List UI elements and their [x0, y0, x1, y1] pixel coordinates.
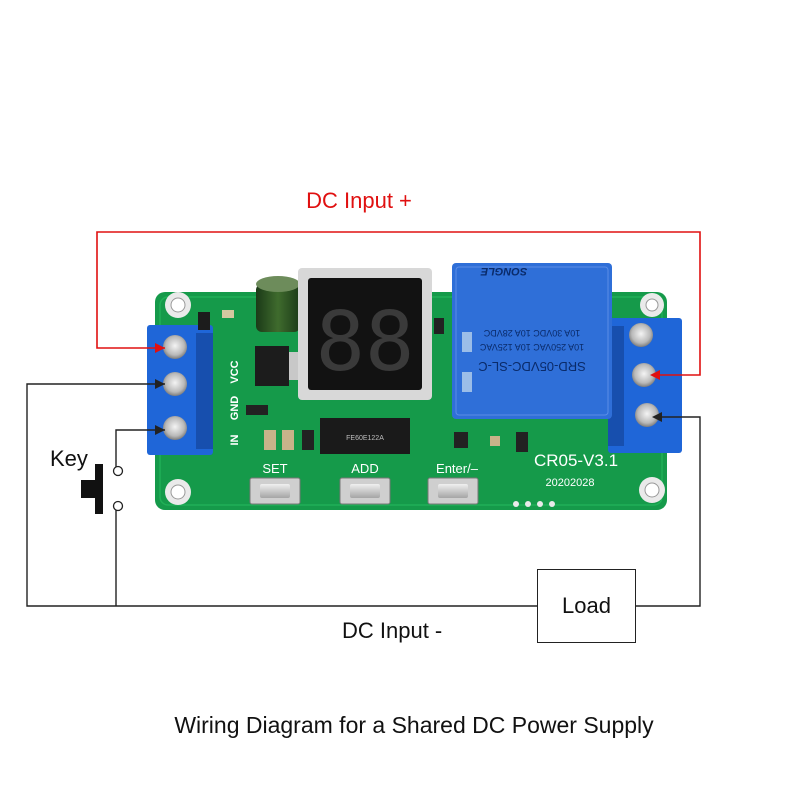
smd-component [434, 318, 444, 334]
wire-arrowhead [155, 425, 165, 435]
screw-terminal[interactable] [163, 335, 187, 359]
silk-add: ADD [351, 461, 378, 476]
capacitor [256, 276, 300, 332]
push-button-switch [81, 464, 124, 514]
mounting-hole [639, 477, 665, 503]
smd-component [516, 432, 528, 452]
voltage-regulator [255, 346, 289, 386]
key-label: Key [50, 446, 88, 471]
smd-component [282, 430, 294, 450]
switch-contact [112, 465, 124, 477]
input-terminal-block [147, 325, 213, 455]
wire-arrowhead [652, 412, 662, 422]
screw-terminal[interactable] [163, 372, 187, 396]
dc-negative-label: DC Input - [342, 618, 443, 643]
display-digits: 88 [316, 295, 415, 390]
relay: SRD-05VDC-SL-C 10A 250VAC 10A 125VAC 10A… [452, 263, 612, 419]
wire-arrowhead [650, 370, 660, 380]
load-box: Load [537, 569, 636, 643]
silk-date: 20202028 [546, 477, 595, 489]
smd-component [490, 436, 500, 446]
load-wire [636, 412, 701, 607]
mounting-hole [165, 479, 191, 505]
relay-board: 88 FE60E122A SRD-05VDC-SL-C 10A 250VAC 1… [147, 263, 682, 510]
silk-in: IN [229, 434, 241, 445]
silk-enter: Enter/– [436, 461, 479, 476]
relay-rating-1: 10A 250VAC 10A 125VAC [479, 342, 584, 352]
ground-wire [26, 379, 537, 607]
smd-component [302, 430, 314, 450]
pad [537, 501, 543, 507]
silk-vcc: VCC [229, 360, 241, 383]
wire-arrowhead [155, 343, 165, 353]
screw-terminal[interactable] [635, 403, 659, 427]
pad [525, 501, 531, 507]
mounting-hole [640, 293, 664, 317]
silk-model: CR05-V3.1 [534, 451, 618, 470]
screw-terminal[interactable] [632, 363, 656, 387]
smd-component [264, 430, 276, 450]
load-label: Load [562, 593, 611, 618]
relay-pin [462, 372, 472, 392]
smd-component [222, 310, 234, 318]
silk-set: SET [262, 461, 287, 476]
dc-positive-label: DC Input + [306, 188, 412, 213]
led-display: 88 [298, 268, 432, 400]
smd-component [246, 405, 268, 415]
positive-wire [96, 231, 701, 380]
screw-terminal[interactable] [163, 416, 187, 440]
switch-contact [112, 500, 124, 512]
relay-model: SRD-05VDC-SL-C [478, 359, 586, 374]
switch-plunger [81, 480, 95, 498]
relay-pin [462, 332, 472, 352]
smd-component [454, 432, 468, 448]
wire-arrowhead [155, 379, 165, 389]
pad [513, 501, 519, 507]
regulator-tab [289, 352, 299, 380]
ic-chip: FE60E122A [320, 418, 410, 454]
enter-button[interactable] [427, 477, 479, 505]
set-button[interactable] [249, 477, 301, 505]
diagram-caption: Wiring Diagram for a Shared DC Power Sup… [174, 712, 654, 738]
relay-rating-2: 10A 30VDC 10A 28VDC [483, 328, 580, 338]
chip-label: FE60E122A [346, 435, 384, 442]
pad [549, 501, 555, 507]
smd-component [198, 312, 210, 330]
screw-terminal[interactable] [629, 323, 653, 347]
mounting-hole [165, 292, 191, 318]
add-button[interactable] [339, 477, 391, 505]
silk-gnd: GND [229, 396, 241, 421]
relay-brand: SONGLE [480, 265, 527, 277]
switch-bar [95, 464, 103, 514]
trigger-wire [115, 425, 165, 606]
relay-terminal-block [608, 318, 682, 453]
